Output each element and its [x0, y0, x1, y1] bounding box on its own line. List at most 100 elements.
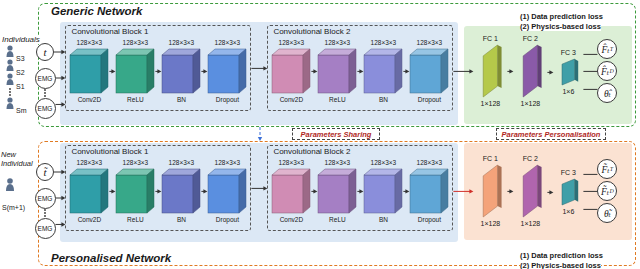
conv-block: Convolutional Block 1128×3×3Conv2D128×3×…: [65, 25, 251, 111]
node-label: 128×3×3: [215, 39, 241, 46]
layer-name: Dropout: [216, 96, 239, 103]
node-label: FC 1: [483, 35, 498, 42]
cube-shape: [69, 48, 109, 94]
cube-shape: [409, 168, 449, 214]
layer-cube: 128×3×3ReLU: [317, 39, 357, 103]
cube-shape: [115, 168, 155, 214]
node-label: 128×3×3: [279, 39, 305, 46]
subject-label: S(m+1): [2, 196, 25, 214]
cube-shape: [363, 48, 403, 94]
conv-block: Convolutional Block 1 128×3×3Conv2D 128×3×…: [65, 145, 251, 231]
connector: [547, 190, 553, 194]
layer-name: Conv2D: [280, 216, 303, 223]
loss-label-text: (1) Data prediction loss: [520, 251, 603, 260]
layer-name: Dropout: [418, 216, 441, 223]
node-label: 128×3×3: [215, 159, 241, 166]
layer-name: ReLU: [329, 96, 346, 103]
block-title: Convolutional Block 2: [273, 27, 350, 36]
layer-name: 1×128: [521, 220, 541, 227]
subject-label-text: S(m+1): [2, 204, 25, 211]
subject-label-text: Sm: [16, 107, 27, 114]
connector: [583, 174, 597, 175]
input-circle: t: [36, 43, 54, 61]
node-label: θ̂ₜ: [604, 88, 611, 99]
node-label: F̂ₜᵀ: [601, 44, 613, 55]
subject-label: Sm: [16, 99, 27, 117]
node-label: Parameters Sharing: [301, 130, 372, 139]
output-circle: F̂ₜᴰ: [597, 61, 617, 81]
cube-shape: [207, 168, 247, 214]
layer-cube: 128×3×3BN: [161, 159, 201, 223]
layer-name: ReLU: [329, 216, 346, 223]
subject-label-text: S3: [16, 55, 25, 62]
connector: [507, 69, 513, 73]
node-label: F̃ₜᵀ: [601, 164, 613, 175]
loss-label: (1) Data prediction loss: [520, 244, 603, 262]
fc-bar-shape: [513, 44, 547, 98]
node-label: EMG: [38, 195, 53, 202]
layer-name: 1×128: [481, 100, 501, 107]
connector: [251, 186, 267, 190]
fc-bar-shape: [513, 164, 547, 218]
fc-layer: FC 2 1×128: [513, 155, 547, 227]
connector: [54, 170, 65, 174]
layer-cube: 128×3×3Conv2D: [69, 39, 109, 103]
cube-shape: [161, 48, 201, 94]
group-label: New Individual: [1, 150, 35, 170]
node-label: FC 3: [561, 169, 576, 176]
cube-shape: [69, 168, 109, 214]
layer-name: 1×6: [562, 88, 574, 95]
node-label: 128×3×3: [279, 159, 305, 166]
fc-bar-shape: [473, 164, 507, 218]
conv-panel: [60, 143, 458, 242]
connector: [155, 69, 161, 73]
layer-name: 1×128: [481, 220, 501, 227]
output-circle: F̂ₜᵀ: [597, 39, 617, 59]
connector: [56, 222, 66, 226]
layer-name: 1×128: [521, 100, 541, 107]
loss-label-text: (2) Physics-based loss: [520, 22, 601, 31]
layer-cube: 128×3×3ReLU: [115, 39, 155, 103]
connector: [583, 89, 597, 90]
node-label: FC 2: [523, 35, 538, 42]
cube-shape: [271, 48, 311, 94]
node-label: θ̃ₜ: [604, 208, 611, 219]
node-label: 128×3×3: [325, 159, 351, 166]
cube-shape: [161, 168, 201, 214]
cube-shape: [207, 48, 247, 94]
node-label: EMG: [38, 225, 53, 232]
group-label-text: Individuals: [2, 35, 40, 44]
node-label: 128×3×3: [325, 39, 351, 46]
connector: [155, 189, 161, 193]
connector: [56, 196, 66, 200]
input-circle: EMG: [35, 188, 56, 209]
connector: [403, 189, 409, 193]
connector: [258, 127, 262, 141]
output-circle: F̃ₜᴰ: [597, 181, 617, 201]
connector: [201, 69, 207, 73]
layer-cube: 128×3×3Dropout: [409, 159, 449, 223]
subject-label: S2: [16, 61, 25, 79]
input-circle: EMG: [35, 68, 56, 89]
layer-name: Dropout: [216, 216, 239, 223]
node-label: 128×3×3: [169, 159, 195, 166]
loss-label-text: (1) Data prediction loss: [520, 12, 603, 21]
layer-name: Conv2D: [78, 96, 101, 103]
input-circle: EMG: [35, 218, 56, 239]
connector: [583, 209, 597, 210]
conv-panel: [60, 22, 458, 125]
connector: [583, 54, 597, 55]
connector: [547, 70, 553, 74]
layer-name: BN: [379, 96, 388, 103]
block-title: Convolutional Block 1: [71, 147, 148, 156]
connector: [109, 69, 115, 73]
block-title: Convolutional Block 2: [273, 147, 350, 156]
layer-name: BN: [177, 96, 186, 103]
connector: [453, 69, 473, 73]
node-label: FC 2: [523, 155, 538, 162]
fc-layer: FC 31×6: [553, 169, 583, 215]
layer-name: Conv2D: [78, 216, 101, 223]
node-label: 128×3×3: [123, 159, 149, 166]
fc-layer: FC 1 1×128: [473, 35, 507, 107]
connector: [311, 69, 317, 73]
